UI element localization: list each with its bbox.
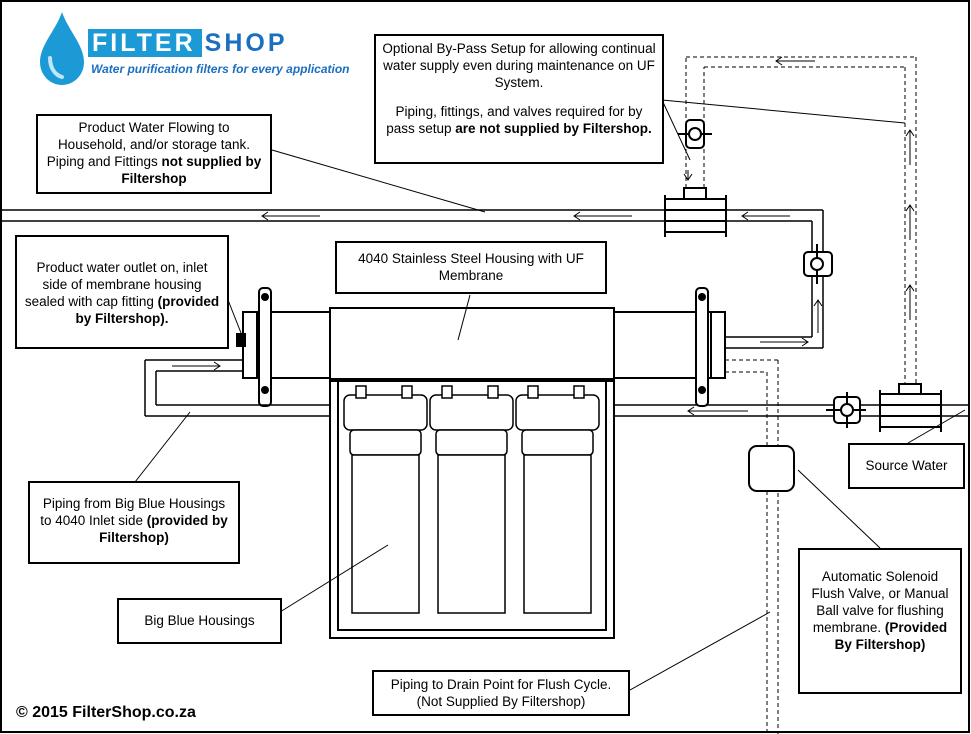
tee-fitting-icon xyxy=(879,383,942,432)
source-text: Source Water xyxy=(865,458,948,473)
piping-big-blue-text: Piping from Big Blue Housings to 4040 In… xyxy=(40,496,226,528)
bypass-text-1: Optional By-Pass Setup for allowing cont… xyxy=(382,41,656,90)
brand-tagline: Water purification filters for every app… xyxy=(91,62,350,76)
inlet-loop-pipe xyxy=(144,359,330,417)
valve-icon xyxy=(803,244,833,284)
valve-icon xyxy=(678,119,712,149)
big-blue-label: Big Blue Housings xyxy=(117,598,282,644)
valve-icon xyxy=(826,392,866,428)
water-drop-icon xyxy=(40,12,84,85)
brand-name-part2: SHOP xyxy=(204,29,288,57)
big-blue-text: Big Blue Housings xyxy=(144,613,255,628)
housing-text: 4040 Stainless Steel Housing with UF Mem… xyxy=(358,251,584,283)
drain-note: Piping to Drain Point for Flush Cycle. (… xyxy=(372,670,630,716)
outlet-bold: (provided by Filtershop). xyxy=(75,294,220,326)
product-pipe xyxy=(2,209,824,349)
solenoid-note: Automatic Solenoid Flush Valve, or Manua… xyxy=(798,548,962,694)
product-flow-note: Product Water Flowing to Household, and/… xyxy=(36,114,272,194)
piping-big-blue-note: Piping from Big Blue Housings to 4040 In… xyxy=(28,481,240,564)
bypass-note: Optional By-Pass Setup for allowing cont… xyxy=(374,34,664,164)
product-flow-bold: not supplied by Filtershop xyxy=(121,154,262,186)
bypass-text-2: Piping, fittings, and valves required fo… xyxy=(386,104,643,136)
solenoid-bold: (Provided By Filtershop) xyxy=(834,620,948,652)
piping-big-blue-bold: (provided by Filtershop) xyxy=(99,513,228,545)
drain-text: Piping to Drain Point for Flush Cycle. (… xyxy=(390,677,612,709)
big-blue-housings xyxy=(343,385,600,614)
source-water-label: Source Water xyxy=(848,443,965,489)
solenoid-text: Automatic Solenoid Flush Valve, or Manua… xyxy=(811,569,949,635)
tee-fitting-icon xyxy=(664,187,727,237)
product-flow-text: Product Water Flowing to Household, and/… xyxy=(46,120,251,169)
housing-label: 4040 Stainless Steel Housing with UF Mem… xyxy=(335,241,607,294)
outlet-note: Product water outlet on, inlet side of m… xyxy=(15,235,229,349)
leader-lines xyxy=(134,99,966,691)
copyright: © 2015 FilterShop.co.za xyxy=(16,704,196,721)
outlet-text: Product water outlet on, inlet side of m… xyxy=(24,260,208,309)
solenoid-valve xyxy=(748,445,795,492)
bypass-text-bold: are not supplied by Filtershop. xyxy=(455,121,652,136)
flow-arrow-icon xyxy=(172,56,915,416)
brand-name-part1: FILTER xyxy=(88,29,202,57)
